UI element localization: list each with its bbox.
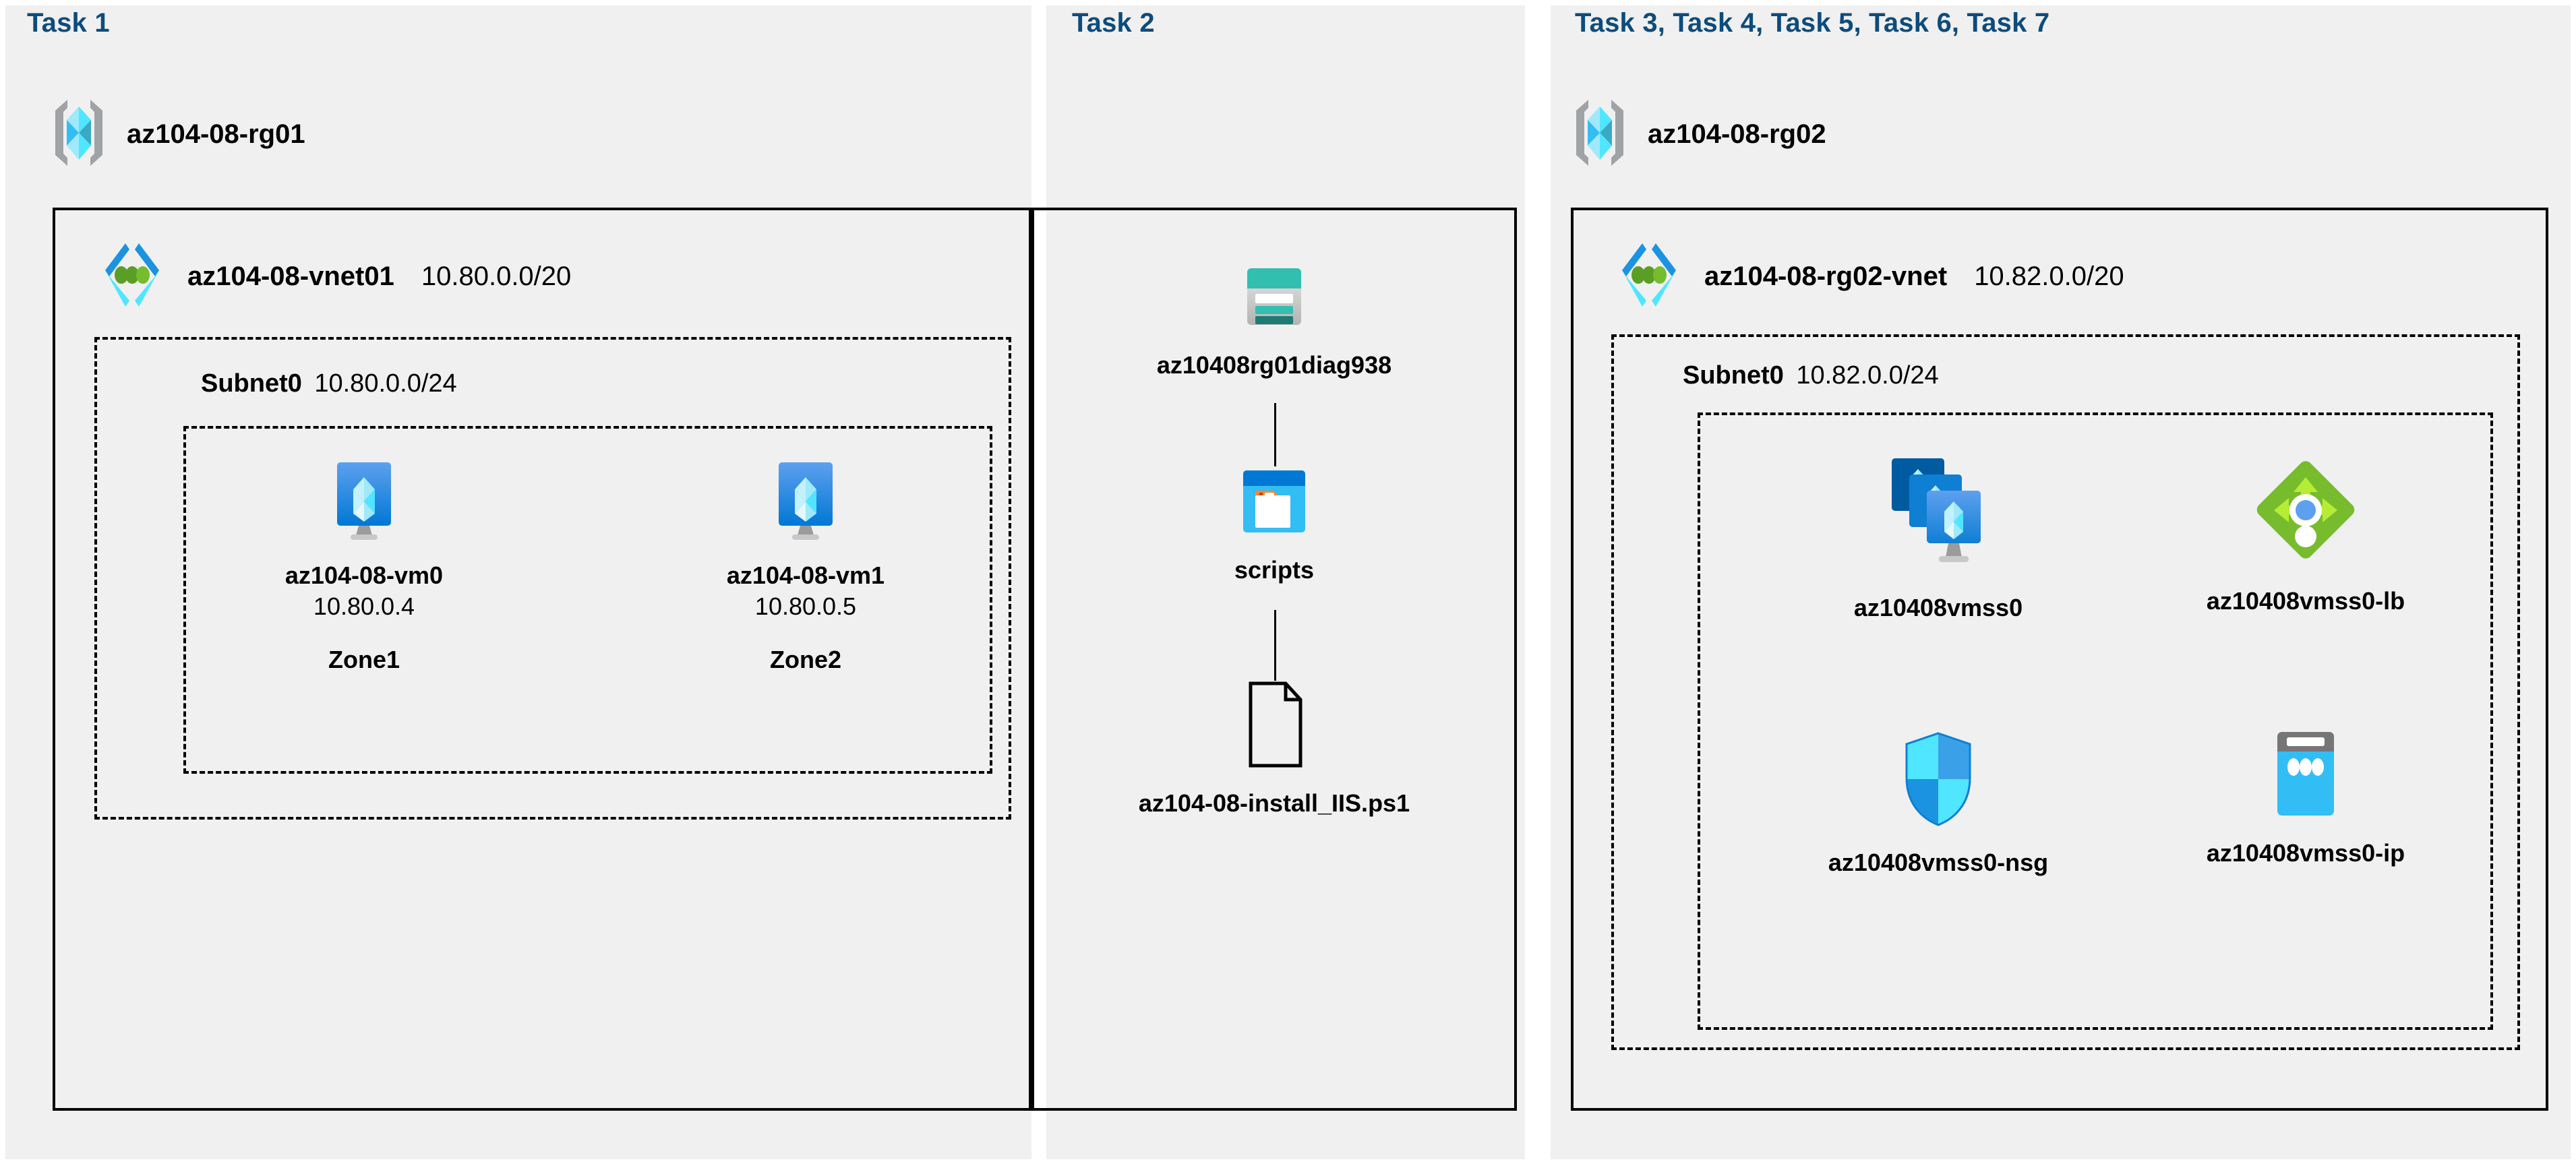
- task3-resource-lb-label: az10408vmss0-lb: [2206, 587, 2405, 615]
- task3-heading: Task 3, Task 4, Task 5, Task 6, Task 7: [1575, 8, 2050, 38]
- load-balancer-icon: [2248, 453, 2363, 571]
- task2-storage-account-label: az10408rg01diag938: [1156, 351, 1392, 379]
- resource-group-icon: [1569, 96, 1630, 173]
- task3-vnet-box: [1571, 208, 2548, 1111]
- panel-task3: [1551, 5, 2571, 1159]
- task3-resource-vmss[interactable]: az10408vmss0: [1793, 453, 2083, 623]
- task3-resource-lb[interactable]: az10408vmss0-lb: [2157, 453, 2454, 617]
- task2-blob-container[interactable]: scripts: [1207, 466, 1342, 586]
- task1-vm-1-zone: Zone2: [769, 645, 841, 673]
- vm-scale-set-icon: [1888, 453, 1989, 578]
- task1-subnet-cidr: 10.80.0.0/24: [314, 369, 457, 398]
- task1-vm-1-ip: 10.80.0.5: [754, 592, 857, 621]
- task1-vnet-box: [53, 208, 1031, 1111]
- connector-storage-to-container: [1274, 403, 1276, 466]
- task3-vnet-cidr: 10.82.0.0/20: [1974, 262, 2124, 291]
- panel-task1: [5, 5, 1031, 1159]
- task2-storage-account[interactable]: az10408rg01diag938: [1139, 262, 1409, 381]
- task1-subnet-name: Subnet0: [201, 369, 302, 398]
- connector-container-to-file: [1274, 610, 1276, 681]
- storage-account-icon: [1239, 262, 1309, 335]
- task3-resource-nsg-label: az10408vmss0-nsg: [1828, 849, 2049, 876]
- task3-resource-group-label: az104-08-rg02: [1648, 119, 1826, 149]
- task1-vm-0-zone: Zone1: [328, 645, 400, 673]
- task1-vnet-header: az104-08-vnet01 10.80.0.0/20: [94, 239, 571, 314]
- task1-vm-1[interactable]: az104-08-vm1 10.80.0.5 Zone2: [711, 460, 900, 674]
- task1-zones-box: [183, 426, 992, 774]
- task1-subnet-header: Subnet0 10.80.0.0/24: [201, 369, 457, 398]
- task2-script-file[interactable]: az104-08-install_IIS.ps1: [1106, 681, 1443, 819]
- task2-blob-container-label: scripts: [1234, 556, 1315, 584]
- public-ip-address-icon: [2265, 729, 2346, 823]
- task1-resource-group-label: az104-08-rg01: [127, 119, 305, 149]
- task3-resource-group: az104-08-rg02: [1569, 96, 1826, 173]
- panel-task2: [1046, 5, 1525, 1159]
- task1-vm-0[interactable]: az104-08-vm0 10.80.0.4 Zone1: [270, 460, 458, 674]
- task1-resource-group: az104-08-rg01: [49, 96, 305, 173]
- task1-vnet-name: az104-08-vnet01: [187, 262, 394, 291]
- blob-container-icon: [1239, 466, 1309, 540]
- file-icon: [1238, 681, 1310, 773]
- virtual-network-icon: [1611, 239, 1687, 314]
- task3-resource-ip[interactable]: az10408vmss0-ip: [2157, 729, 2454, 869]
- network-security-group-icon: [1897, 729, 1979, 832]
- virtual-machine-icon: [325, 460, 403, 545]
- task1-vm-1-name: az104-08-vm1: [726, 561, 885, 589]
- task3-subnet-name: Subnet0: [1683, 361, 1784, 390]
- task2-script-file-label: az104-08-install_IIS.ps1: [1138, 789, 1410, 817]
- task3-subnet-box: [1611, 334, 2520, 1050]
- task3-resources-box: [1698, 412, 2493, 1030]
- task3-resource-nsg[interactable]: az10408vmss0-nsg: [1787, 729, 2090, 878]
- task3-vnet-header: az104-08-rg02-vnet 10.82.0.0/20: [1611, 239, 2124, 314]
- virtual-network-icon: [94, 239, 170, 314]
- task2-heading: Task 2: [1072, 8, 1155, 38]
- resource-group-icon: [49, 96, 109, 173]
- task1-vnet-cidr: 10.80.0.0/20: [421, 262, 572, 291]
- task1-subnet-box: [94, 337, 1011, 820]
- task3-vnet-name: az104-08-rg02-vnet: [1704, 262, 1948, 291]
- task3-resource-vmss-label: az10408vmss0: [1853, 594, 2023, 621]
- task1-vm-0-ip: 10.80.0.4: [313, 592, 415, 621]
- task1-vm-0-name: az104-08-vm0: [284, 561, 444, 589]
- task3-subnet-cidr: 10.82.0.0/24: [1796, 361, 1939, 390]
- task3-resource-ip-label: az10408vmss0-ip: [2206, 839, 2405, 867]
- task1-heading: Task 1: [27, 8, 110, 38]
- virtual-machine-icon: [767, 460, 845, 545]
- task3-subnet-header: Subnet0 10.82.0.0/24: [1683, 361, 1939, 390]
- task2-content-box: [1031, 208, 1517, 1111]
